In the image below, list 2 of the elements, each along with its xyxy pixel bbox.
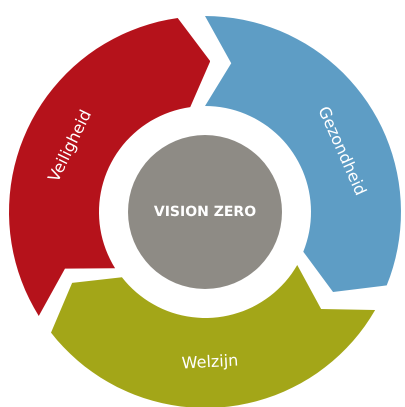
segment-label: Welzijn xyxy=(182,352,239,372)
center-label: VISION ZERO xyxy=(154,204,256,220)
